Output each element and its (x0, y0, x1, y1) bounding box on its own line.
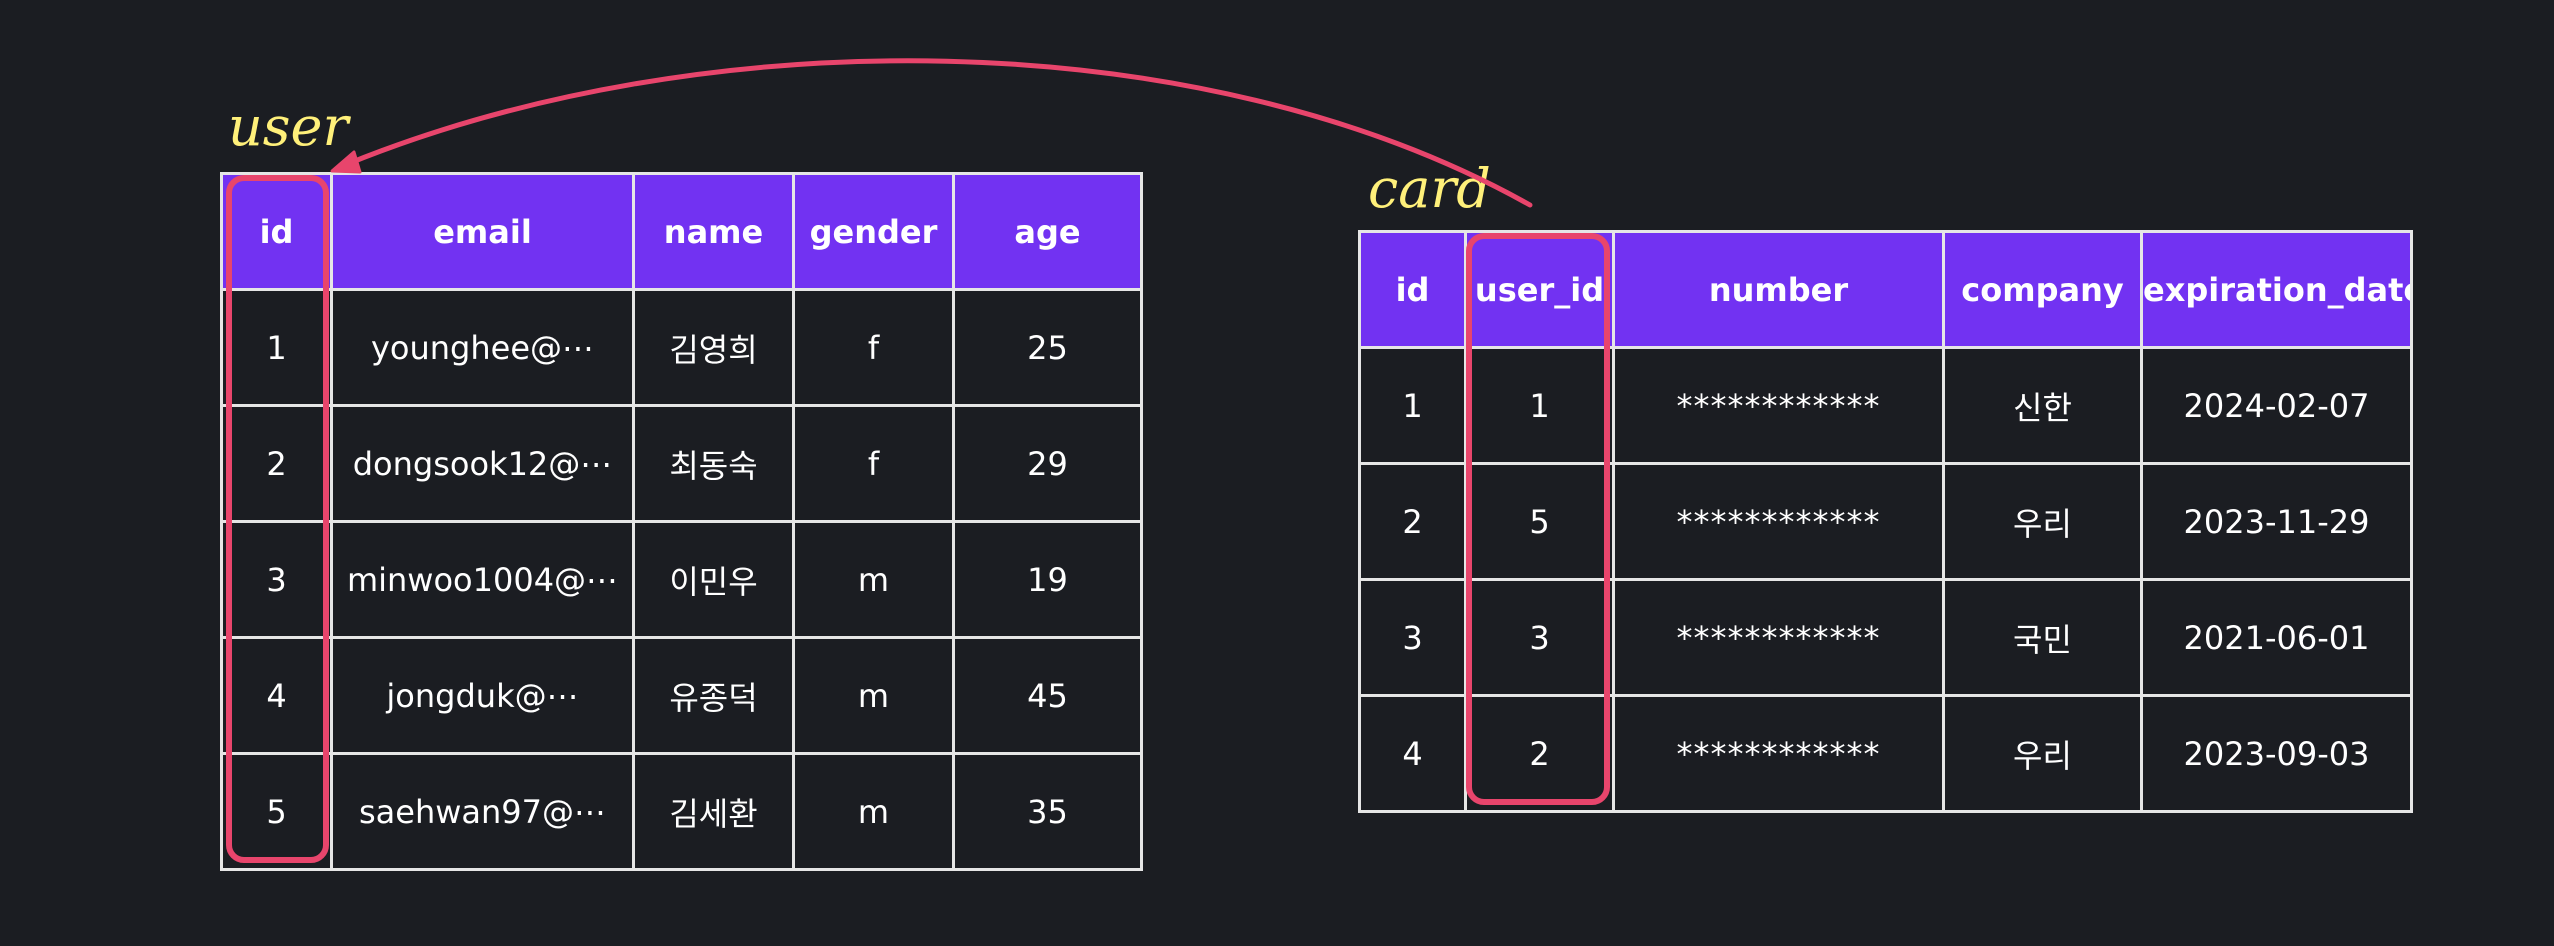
table-row: 2 5 ************ 우리 2023-11-29 (1358, 462, 2413, 581)
cell-age: 25 (952, 288, 1143, 407)
cell-age: 35 (952, 752, 1143, 871)
cell-name: 최동숙 (632, 404, 795, 523)
cell-id: 1 (220, 288, 333, 407)
cell-number: ************ (1612, 578, 1945, 697)
cell-email: saehwan97@⋯ (330, 752, 635, 871)
cell-expiration-date: 2021-06-01 (2140, 578, 2413, 697)
cell-email: jongduk@⋯ (330, 636, 635, 755)
arrow-curve (342, 58, 1533, 208)
cell-id: 1 (1358, 346, 1467, 465)
cell-number: ************ (1612, 346, 1945, 465)
column-header-gender: gender (792, 172, 955, 291)
cell-id: 3 (220, 520, 333, 639)
cell-company: 우리 (1942, 694, 2143, 813)
cell-id: 2 (220, 404, 333, 523)
cell-age: 45 (952, 636, 1143, 755)
cell-name: 유종덕 (632, 636, 795, 755)
cell-gender: m (792, 752, 955, 871)
cell-id: 4 (1358, 694, 1467, 813)
cell-email: younghee@⋯ (330, 288, 635, 407)
cell-company: 신한 (1942, 346, 2143, 465)
cell-email: dongsook12@⋯ (330, 404, 635, 523)
column-header-age: age (952, 172, 1143, 291)
cell-email: minwoo1004@⋯ (330, 520, 635, 639)
cell-number: ************ (1612, 694, 1945, 813)
cell-id: 4 (220, 636, 333, 755)
card-user-id-column-highlight (1466, 233, 1610, 805)
column-header-company: company (1942, 230, 2143, 349)
cell-number: ************ (1612, 462, 1945, 581)
user-table: id email name gender age 1 younghee@⋯ 김영… (220, 172, 1143, 871)
cell-age: 19 (952, 520, 1143, 639)
card-table-label: card (1368, 157, 1491, 220)
cell-company: 우리 (1942, 462, 2143, 581)
column-header-name: name (632, 172, 795, 291)
user-table-label: user (228, 95, 349, 158)
cell-age: 29 (952, 404, 1143, 523)
cell-expiration-date: 2024-02-07 (2140, 346, 2413, 465)
card-table: id user_id number company expiration_dat… (1358, 230, 2413, 813)
table-row: 3 minwoo1004@⋯ 이민우 m 19 (220, 520, 1143, 639)
table-row: 1 younghee@⋯ 김영희 f 25 (220, 288, 1143, 407)
cell-gender: m (792, 636, 955, 755)
table-row: 2 dongsook12@⋯ 최동숙 f 29 (220, 404, 1143, 523)
column-header-expiration-date: expiration_date (2140, 230, 2413, 349)
cell-id: 3 (1358, 578, 1467, 697)
cell-gender: f (792, 404, 955, 523)
column-header-number: number (1612, 230, 1945, 349)
table-row: 3 3 ************ 국민 2021-06-01 (1358, 578, 2413, 697)
cell-user-id: 2 (1464, 694, 1615, 813)
table-row: 5 saehwan97@⋯ 김세환 m 35 (220, 752, 1143, 871)
table-row: 1 1 ************ 신한 2024-02-07 (1358, 346, 2413, 465)
cell-user-id: 5 (1464, 462, 1615, 581)
cell-id: 2 (1358, 462, 1467, 581)
cell-name: 김영희 (632, 288, 795, 407)
user-id-column-highlight (226, 175, 329, 863)
cell-name: 이민우 (632, 520, 795, 639)
arrow-head-icon (330, 150, 362, 174)
column-header-email: email (330, 172, 635, 291)
cell-gender: f (792, 288, 955, 407)
cell-company: 국민 (1942, 578, 2143, 697)
cell-user-id: 1 (1464, 346, 1615, 465)
cell-name: 김세환 (632, 752, 795, 871)
column-header-id: id (1358, 230, 1467, 349)
table-row: 4 jongduk@⋯ 유종덕 m 45 (220, 636, 1143, 755)
cell-expiration-date: 2023-11-29 (2140, 462, 2413, 581)
table-header-row: id user_id number company expiration_dat… (1358, 230, 2413, 349)
cell-gender: m (792, 520, 955, 639)
cell-expiration-date: 2023-09-03 (2140, 694, 2413, 813)
table-row: 4 2 ************ 우리 2023-09-03 (1358, 694, 2413, 813)
column-header-user-id: user_id (1464, 230, 1615, 349)
